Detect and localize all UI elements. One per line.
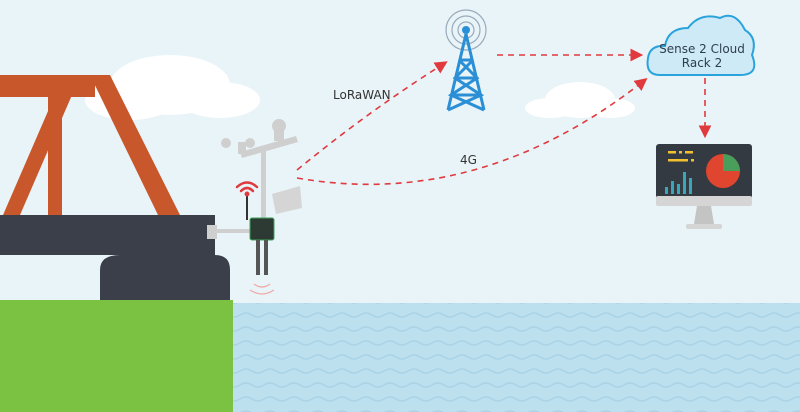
data-links (296, 48, 712, 186)
sensor-mount-bracket (207, 225, 217, 239)
weather-station (215, 119, 302, 295)
cloud-right (525, 82, 635, 118)
cloud-subtitle: Rack 2 (682, 56, 722, 70)
lorawan-link (296, 61, 448, 171)
bridge (0, 75, 230, 300)
bar-chart-icon (665, 172, 692, 194)
anemometer-icon (221, 119, 286, 154)
pie-chart-icon (706, 154, 740, 188)
bridge-deck (0, 215, 215, 255)
sensor-cable-2 (264, 240, 268, 275)
antenna (246, 195, 248, 220)
dashboard-text-icon (668, 151, 694, 162)
cloud-title: Sense 2 Cloud (659, 42, 745, 56)
radiation-shield (272, 186, 302, 214)
station-pole (261, 150, 266, 220)
mount-arm (215, 229, 265, 233)
lorawan-gateway-tower-icon (445, 9, 487, 112)
grass-bank (0, 300, 233, 412)
radar-signal-icon (249, 283, 275, 295)
bridge-pier (100, 255, 230, 300)
wifi-signal-icon (235, 181, 259, 197)
datalogger-box (249, 217, 275, 241)
bridge-truss (0, 75, 180, 215)
cellular-link (296, 78, 648, 186)
dashboard-monitor-icon (656, 144, 752, 229)
lorawan-label: LoRaWAN (333, 88, 391, 102)
sense2cloud-cloud: Sense 2 Cloud Rack 2 (646, 14, 756, 76)
sensor-cable-1 (256, 240, 260, 275)
water-waves (233, 303, 800, 412)
cellular-label: 4G (460, 153, 477, 167)
crossarm (240, 136, 298, 158)
